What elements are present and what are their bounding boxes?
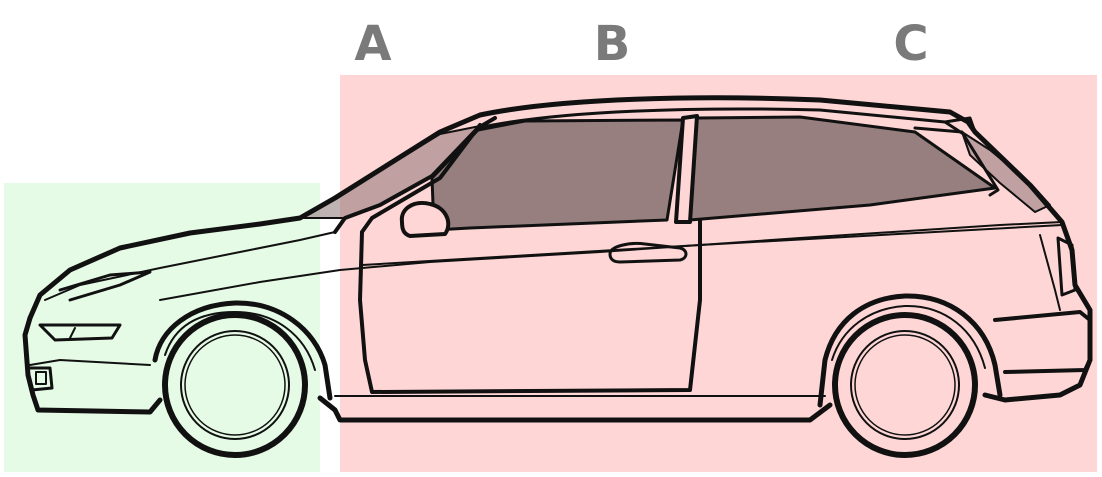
pillar-label-b: B [594, 16, 631, 72]
side-mirror [402, 203, 448, 236]
pillar-label-a: A [354, 16, 391, 72]
pillar-label-c: C [893, 16, 928, 72]
